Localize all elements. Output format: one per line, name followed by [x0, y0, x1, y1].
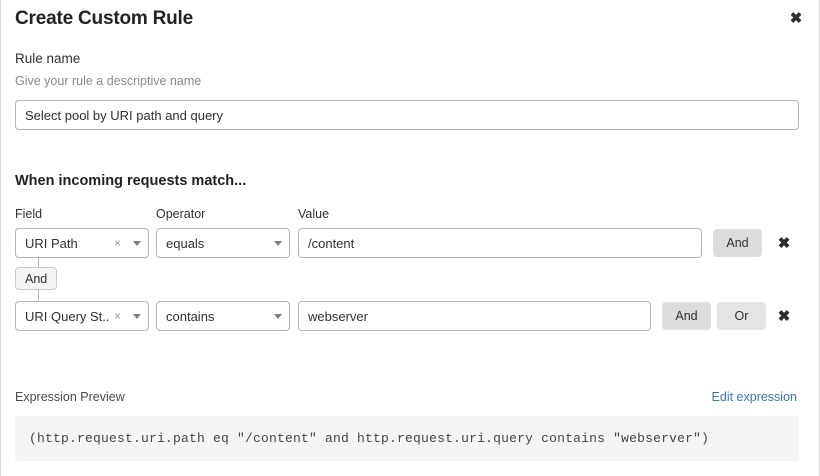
condition-row: URI Path × equals And ✖ — [1, 228, 819, 258]
logic-and-button-2[interactable]: And — [662, 302, 711, 330]
column-label-field: Field — [15, 207, 43, 221]
operator-select-1[interactable]: equals — [156, 228, 290, 258]
rule-name-help-text: Give your rule a descriptive name — [15, 74, 202, 88]
value-input-2[interactable] — [298, 301, 651, 331]
rule-name-label: Rule name — [15, 51, 81, 66]
remove-condition-icon-2[interactable]: ✖ — [777, 307, 791, 325]
value-input-1[interactable] — [298, 228, 702, 258]
remove-condition-icon-1[interactable]: ✖ — [777, 234, 791, 252]
chevron-down-icon[interactable] — [267, 313, 289, 319]
field-select-1-value: URI Path — [25, 235, 78, 251]
expression-preview-box: (http.request.uri.path eq "/content" and… — [15, 416, 799, 461]
logic-and-button-1[interactable]: And — [713, 229, 762, 257]
rule-name-input[interactable] — [15, 100, 799, 130]
group-connector-and[interactable]: And — [15, 267, 58, 290]
conditions-heading: When incoming requests match... — [15, 173, 247, 189]
logic-or-button-2[interactable]: Or — [717, 302, 766, 330]
chevron-down-icon[interactable] — [267, 240, 289, 246]
dialog-title: Create Custom Rule — [15, 8, 193, 29]
connector-line-top — [38, 258, 39, 267]
operator-select-1-value: equals — [166, 235, 205, 251]
close-icon[interactable]: ✖ — [789, 9, 803, 27]
field-select-2-value: URI Query St... — [25, 308, 109, 324]
chevron-down-icon[interactable] — [126, 313, 148, 319]
expression-preview-label: Expression Preview — [15, 390, 125, 404]
clear-icon[interactable]: × — [113, 309, 121, 323]
operator-select-2-value: contains — [166, 308, 215, 324]
condition-row: URI Query St... × contains And Or ✖ — [1, 301, 819, 331]
edit-expression-link[interactable]: Edit expression — [711, 390, 797, 404]
chevron-down-icon[interactable] — [126, 240, 148, 246]
field-select-1[interactable]: URI Path × — [15, 228, 149, 258]
operator-select-2[interactable]: contains — [156, 301, 290, 331]
clear-icon[interactable]: × — [113, 236, 121, 250]
column-label-value: Value — [298, 207, 330, 221]
connector-line-bottom — [38, 290, 39, 301]
column-label-operator: Operator — [156, 207, 206, 221]
expression-preview-text: (http.request.uri.path eq "/content" and… — [29, 431, 710, 446]
field-select-2[interactable]: URI Query St... × — [15, 301, 149, 331]
